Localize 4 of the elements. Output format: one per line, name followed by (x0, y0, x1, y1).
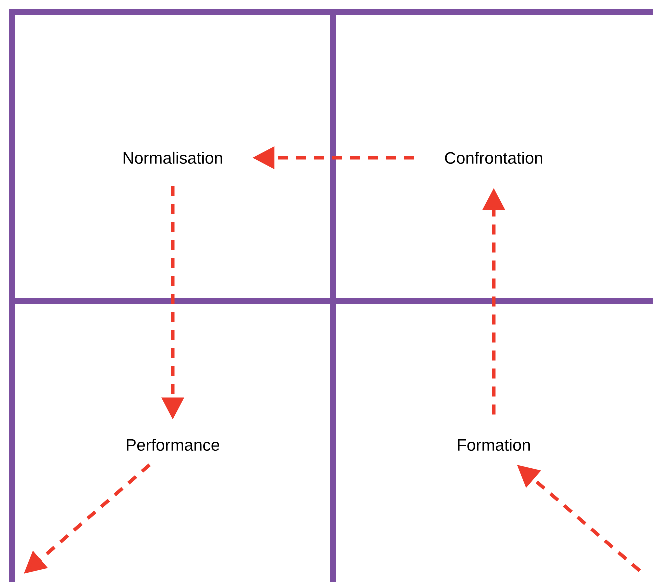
stage-label: Formation (458, 438, 530, 452)
stage-label: Confrontation (445, 152, 542, 164)
stage-label: Performance (127, 438, 220, 452)
stage-label: Normalisation (124, 152, 222, 164)
